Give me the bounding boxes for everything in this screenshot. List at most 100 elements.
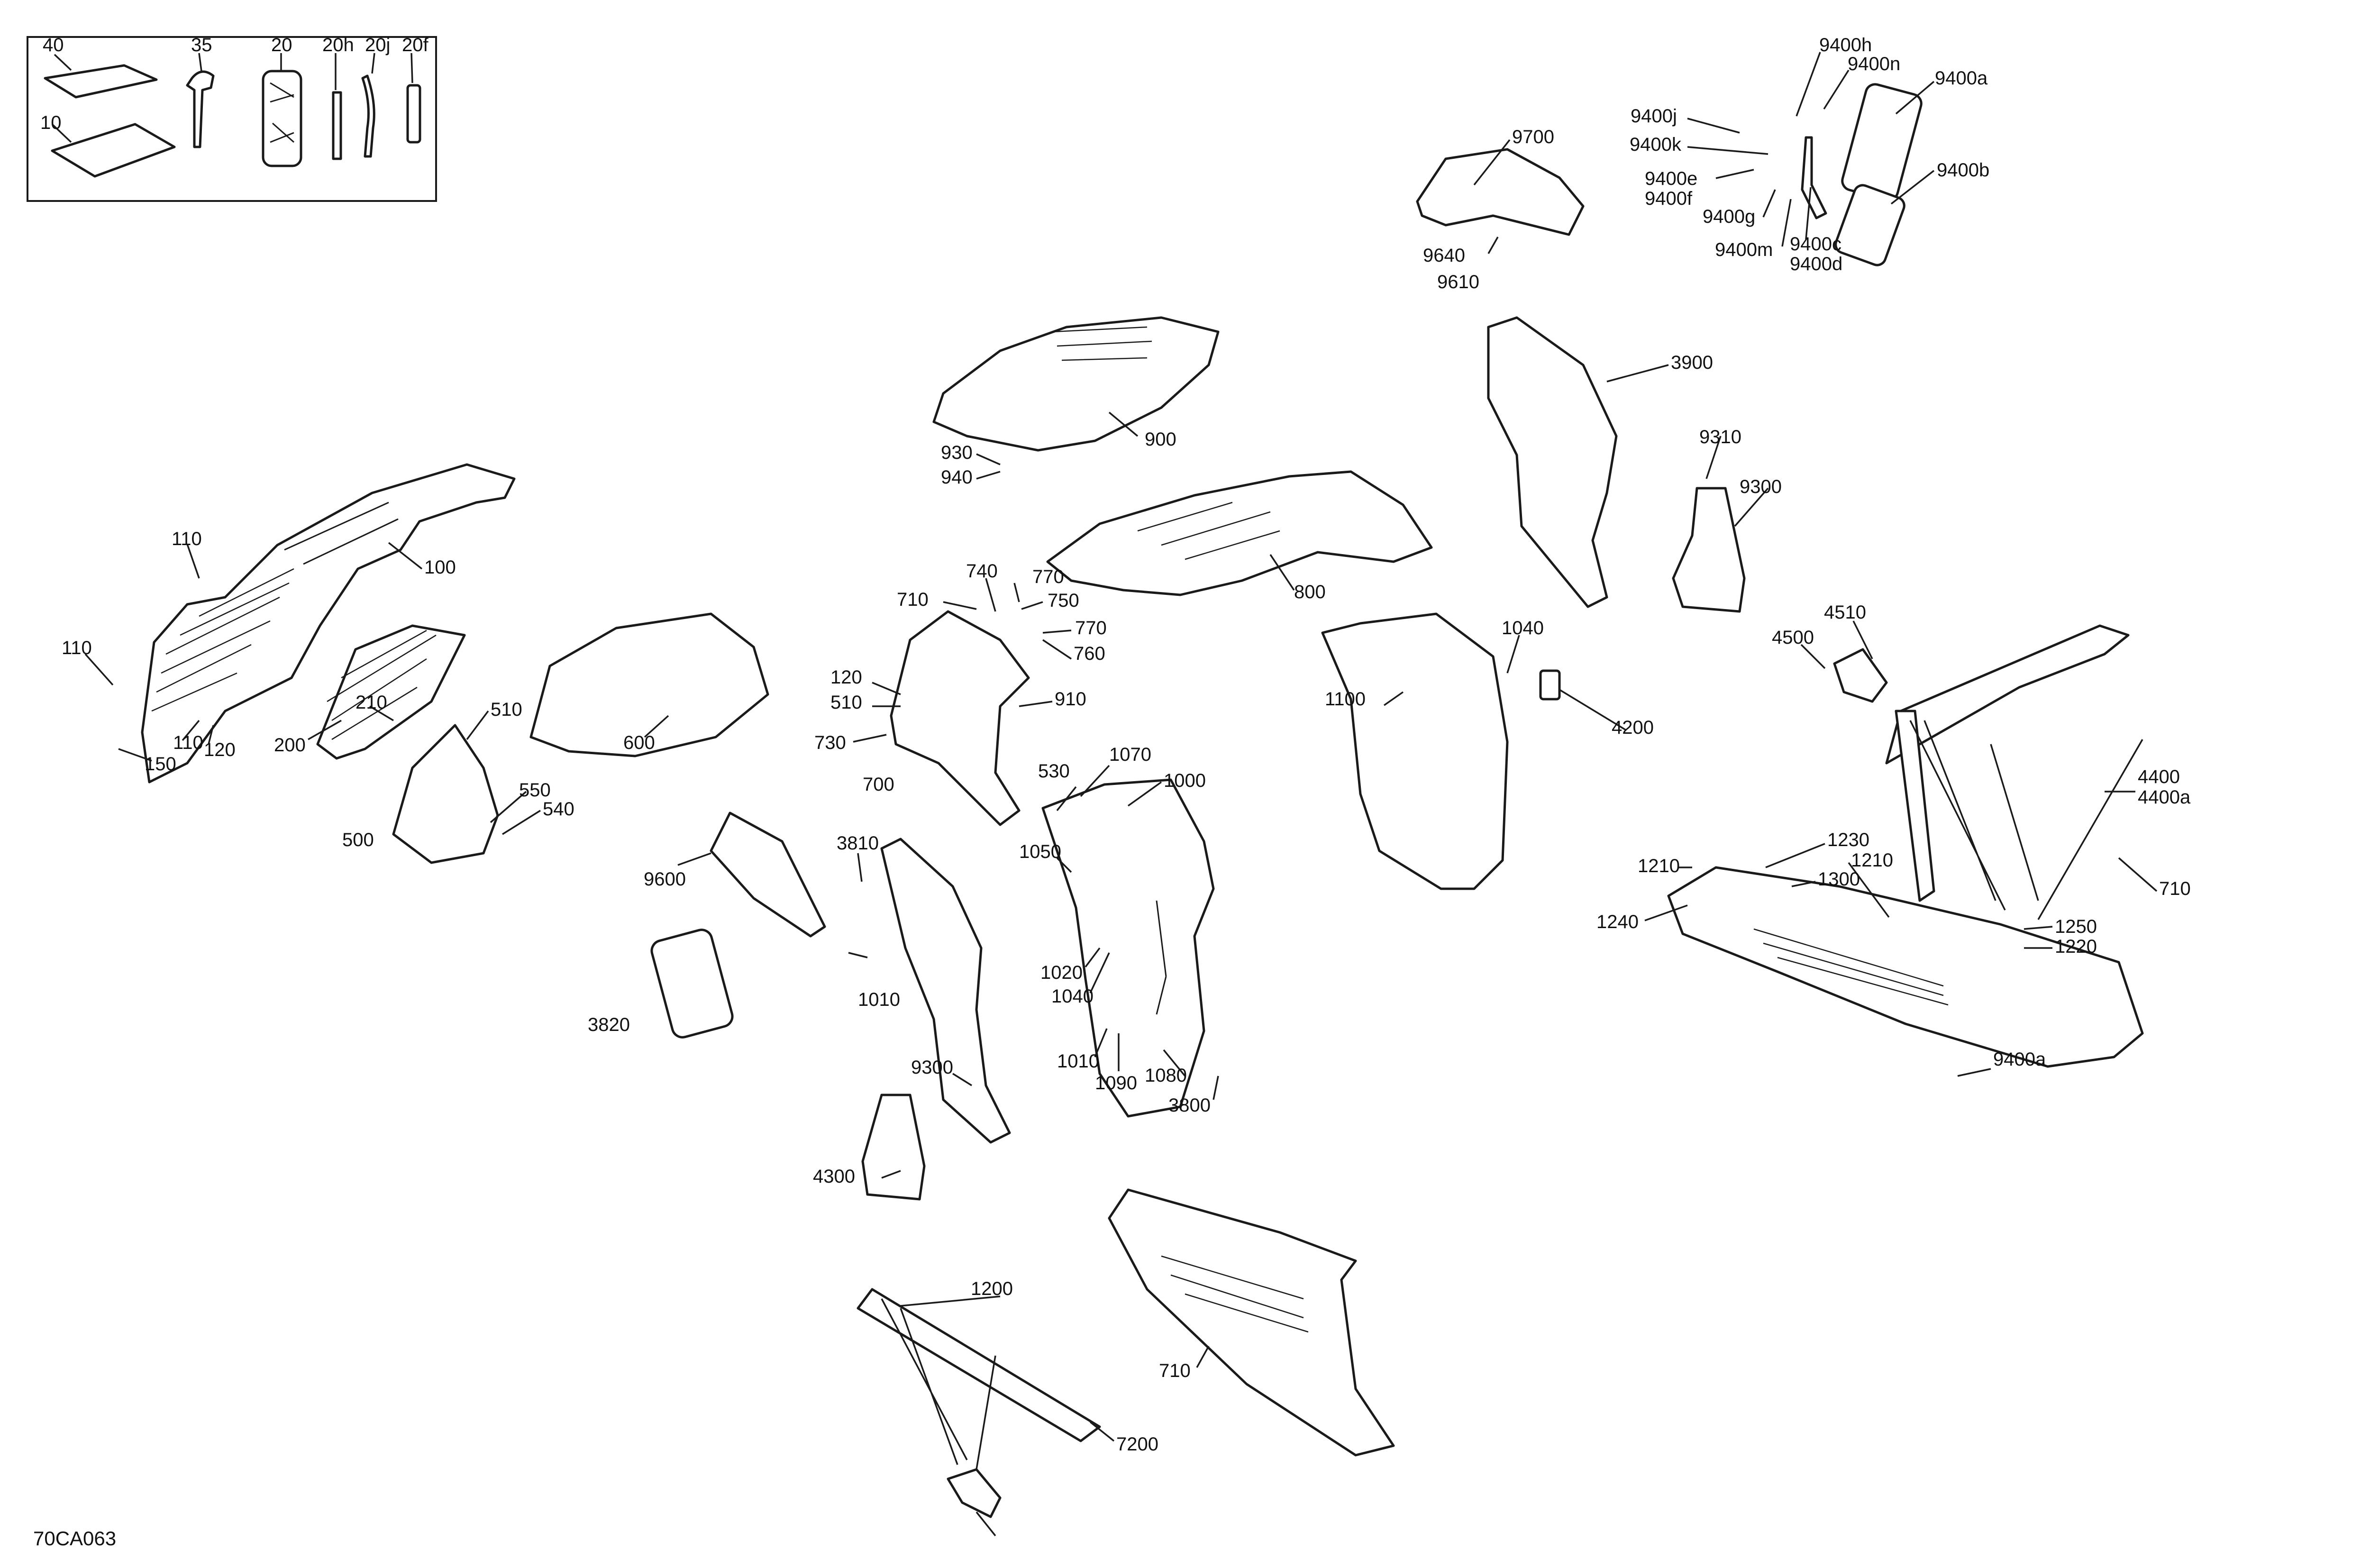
callout-label: 770 (1075, 618, 1107, 638)
callout-label: 730 (814, 732, 846, 753)
callout-label: 3810 (837, 833, 879, 854)
callout-label: 9400n (1848, 54, 1900, 74)
callout-label: 1040 (1051, 986, 1094, 1007)
part-9400b-mirror-glass (1834, 184, 1905, 266)
callout-label: 910 (1055, 689, 1086, 710)
callout-label: 540 (543, 799, 574, 820)
callout-label: 120 (830, 667, 862, 688)
part-3900-a-pillar-left (1487, 316, 1618, 608)
callout-label: 600 (623, 732, 655, 753)
callout-label: 530 (1038, 761, 1070, 782)
callout-label: 9400c (1790, 234, 1841, 255)
part-500-bracket (392, 724, 499, 864)
part-900-dash-cover (932, 316, 1220, 452)
part-20f-tool (406, 84, 421, 144)
callout-label: 9400f (1645, 188, 1693, 209)
callout-label: 4300 (813, 1166, 855, 1187)
inset-leaders (51, 53, 413, 143)
inset-label: 20h (322, 35, 354, 55)
callout-label: 1000 (1164, 770, 1206, 791)
leader-lines (84, 52, 2158, 1537)
callout-label: 210 (356, 692, 387, 713)
callout-label: 550 (519, 780, 551, 801)
inset-label: 10 (40, 112, 62, 133)
callout-label: 1040 (1502, 618, 1544, 638)
callout-label: 9400d (1790, 254, 1842, 274)
callout-label: 710 (2159, 878, 2191, 899)
callout-label: 930 (941, 442, 973, 463)
callout-label: 1240 (1596, 912, 1639, 932)
inset-label: 20j (365, 35, 390, 55)
callout-label: 1050 (1019, 841, 1061, 862)
callout-label: 900 (1145, 429, 1176, 450)
inset-label: 35 (191, 35, 212, 55)
callout-label: 760 (1074, 643, 1105, 664)
callout-label: 9400a (1935, 68, 1988, 89)
part-9300-side-mirror-bracket-lower (861, 1094, 926, 1201)
callout-label: 1220 (2055, 936, 2097, 957)
callout-label: 1010 (1057, 1051, 1099, 1072)
callout-label: 1100 (1325, 689, 1366, 710)
callout-label: 9400j (1631, 106, 1677, 127)
callout-label: 9400a (1993, 1049, 2046, 1070)
part-4400-door-net-right (1885, 624, 2130, 765)
part-20-tool-kit (262, 70, 302, 167)
callout-label: 3820 (588, 1014, 630, 1035)
callout-label: 800 (1294, 582, 1326, 602)
part-9400a-mirror-lower (650, 929, 734, 1039)
part-3800-a-pillar-right (880, 838, 1011, 1144)
inset-label: 20f (402, 35, 428, 55)
callout-label: 9400k (1630, 134, 1682, 155)
diagram-reference-code: 70CA063 (33, 1527, 116, 1550)
part-35-wrench (186, 70, 215, 148)
part-40-card (44, 64, 158, 99)
part-800-hood-center (1046, 470, 1433, 596)
part-drawings (141, 83, 2144, 1518)
callout-label: 9400b (1937, 160, 1989, 181)
part-600-fender-liner (529, 612, 769, 757)
inset-label: 40 (43, 35, 64, 55)
part-1100-right-side-panel (1321, 612, 1509, 890)
callout-label: 9400h (1819, 35, 1872, 55)
callout-label: 1300 (1818, 869, 1860, 890)
callout-label: 740 (966, 561, 998, 582)
callout-label: 510 (491, 699, 522, 720)
part-1200-left-rocker (1108, 1188, 1395, 1457)
callout-label: 9310 (1699, 427, 1741, 447)
callout-label: 710 (897, 589, 929, 610)
callout-label: 9700 (1512, 127, 1554, 147)
inset-parts (44, 64, 421, 178)
callout-label: 1010 (858, 989, 900, 1010)
callout-label: 9300 (911, 1057, 953, 1078)
part-7200-hinge (947, 1468, 1002, 1518)
callout-label: 110 (172, 529, 202, 549)
callout-label: 940 (941, 467, 973, 488)
callout-label: 1070 (1109, 744, 1151, 765)
callout-label: 4400a (2138, 787, 2191, 808)
callout-label: 4510 (1824, 602, 1866, 623)
callout-label: 100 (424, 557, 456, 578)
callout-label: 1230 (1827, 830, 1869, 850)
callout-labels: 9400h 9400n 9400a 9400j 9400k 9400e 9400… (33, 35, 2191, 1550)
callout-label: 9600 (644, 869, 686, 890)
callout-label: 1200 (971, 1278, 1013, 1299)
callout-label: 510 (830, 692, 862, 713)
callout-label: 200 (274, 735, 306, 756)
callout-label: 110 (62, 638, 92, 658)
callout-label: 9610 (1437, 272, 1479, 292)
callout-label: 1080 (1145, 1065, 1187, 1086)
callout-label: 1020 (1040, 962, 1083, 983)
inset-label: 20 (271, 35, 292, 55)
callout-label: 770 (1032, 566, 1064, 587)
callout-label: 9400g (1703, 206, 1755, 227)
callout-label: 1210 (1638, 856, 1680, 876)
callout-label: 9400e (1645, 168, 1697, 189)
callout-label: 150 (145, 754, 176, 775)
callout-label: 750 (1048, 590, 1079, 611)
callout-label: 110 (173, 732, 203, 753)
callout-label: 9640 (1423, 245, 1465, 266)
part-9300-side-mirror-bracket-upper (1672, 487, 1746, 613)
part-100-front-fascia (141, 463, 516, 784)
part-4500-hinge (1833, 648, 1888, 703)
